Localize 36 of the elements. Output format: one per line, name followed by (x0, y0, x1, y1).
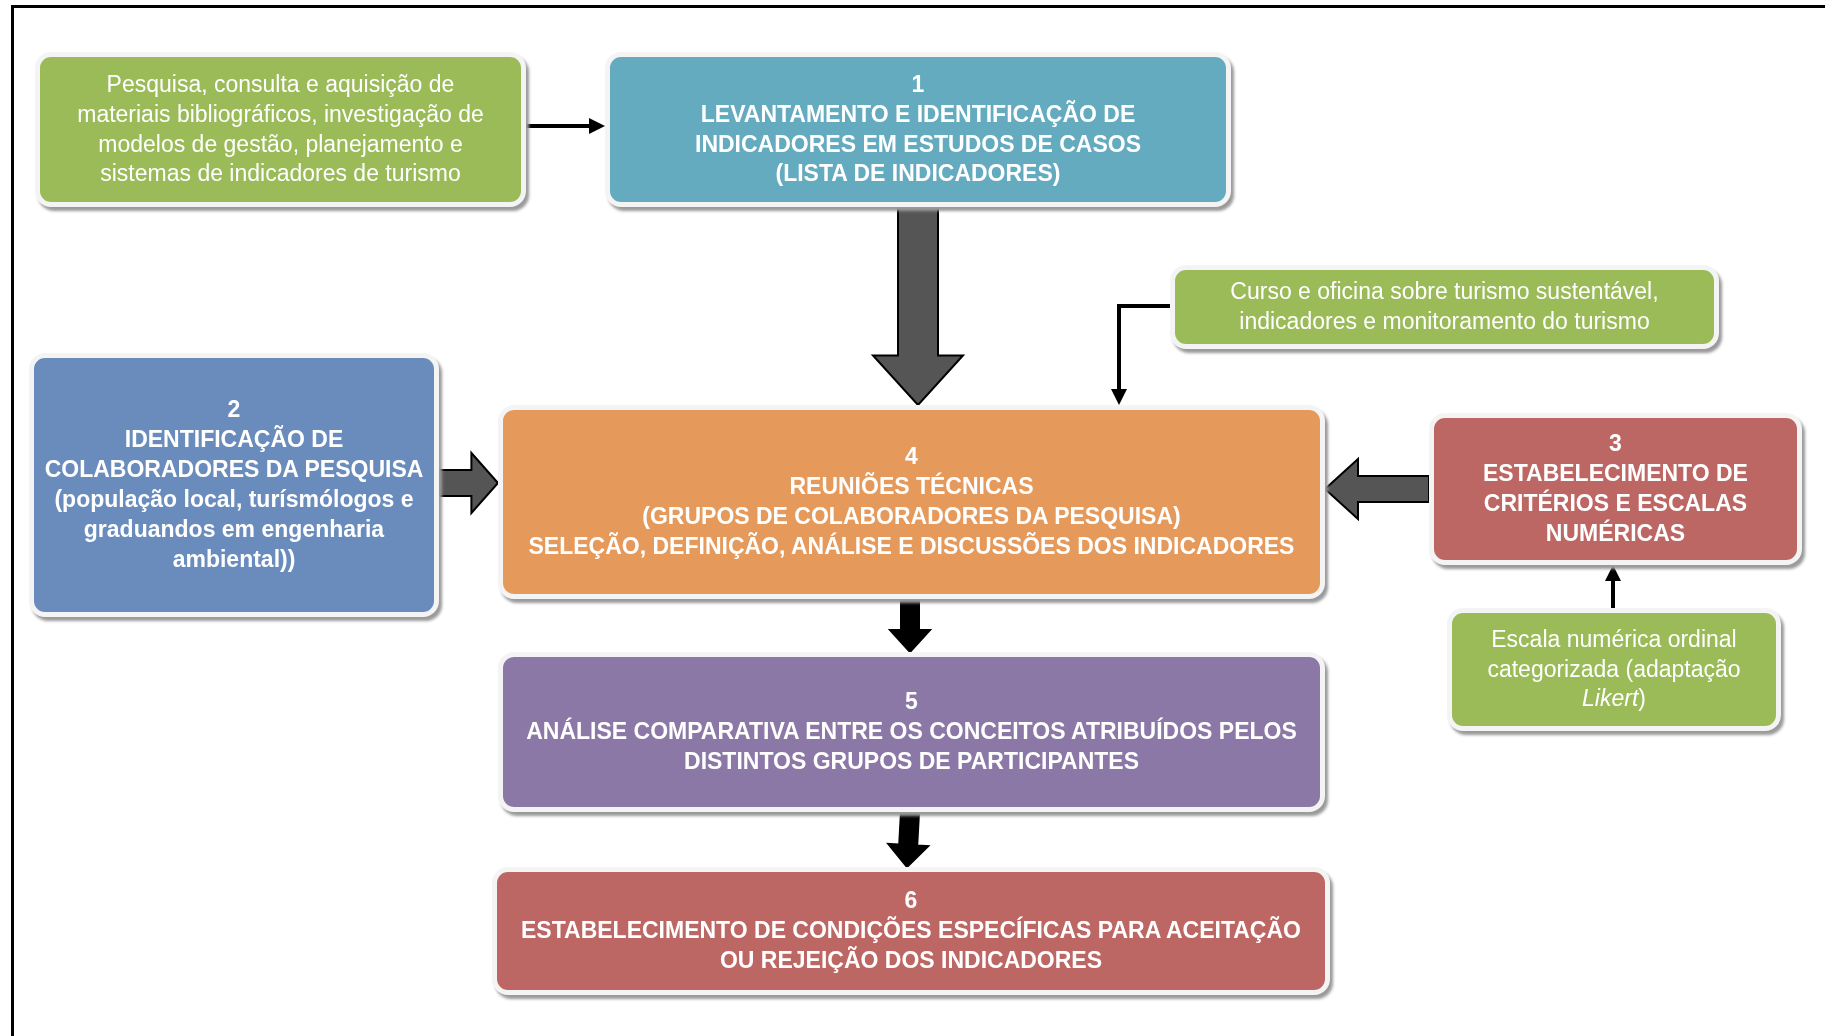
block-arrow (438, 450, 500, 516)
box-text: Escala numérica ordinal categorizada (adaptação Likert) (1486, 624, 1742, 714)
block-arrow (870, 206, 966, 407)
box-text: Curso e oficina sobre turismo sustentável, indicadores e monitoramento do turismo (1229, 277, 1660, 336)
step-number: 4 (905, 442, 918, 472)
box-text: (GRUPOS DE COLABORADORES DA PESQUISA) (642, 502, 1181, 531)
box-text: ESTABELECIMENTO DE CONDIÇÕES ESPECÍFICAS PARA ACEITAÇÃO OU REJEIÇÃO DOS INDICADORES (520, 916, 1302, 975)
box-text: REUNIÕES TÉCNICAS (789, 472, 1034, 502)
step-number: 6 (904, 886, 918, 916)
process-box (605, 52, 1231, 207)
box-text: Pesquisa, consulta e aquisição de materiais bibliográficos, investigação de modelos de gestão, planejamento e sistemas de indicadores de turismo (76, 69, 485, 189)
note-box (1170, 265, 1719, 349)
block-arrow (886, 810, 931, 869)
box-text: LEVANTAMENTO E IDENTIFICAÇÃO DE INDICADORES EM ESTUDOS DE CASOS (694, 99, 1142, 159)
box-text: ESTABELECIMENTO DE CRITÉRIOS E ESCALAS NUMÉRICAS (1482, 459, 1749, 548)
process-box (492, 867, 1330, 995)
step-number: 3 (1609, 429, 1622, 459)
block-arrow (1323, 456, 1430, 522)
process-box (498, 405, 1325, 599)
arrow (526, 118, 605, 134)
note-box (1447, 608, 1781, 731)
box-text: (população local, turísmólogos e graduandos em engenharia ambiental)) (53, 485, 415, 574)
step-number: 2 (227, 395, 241, 425)
step-number: 1 (911, 69, 925, 99)
process-box (29, 353, 439, 617)
box-text: ANÁLISE COMPARATIVA ENTRE OS CONCEITOS ATRIBUÍDOS PELOS DISTINTOS GRUPOS DE PARTICIPANTES (525, 717, 1298, 776)
box-text: SELEÇÃO, DEFINIÇÃO, ANÁLISE E DISCUSSÕES DOS INDICADORES (528, 531, 1295, 561)
step-number: 5 (905, 687, 918, 717)
process-box (1429, 413, 1802, 565)
box-text: (LISTA DE INDICADORES) (775, 159, 1061, 189)
arrow (1605, 565, 1621, 608)
note-box (35, 52, 526, 207)
arrow (1111, 304, 1170, 405)
box-text: IDENTIFICAÇÃO DE COLABORADORES DA PESQUISA (44, 425, 424, 485)
process-box (498, 652, 1325, 812)
block-arrow (887, 598, 933, 654)
